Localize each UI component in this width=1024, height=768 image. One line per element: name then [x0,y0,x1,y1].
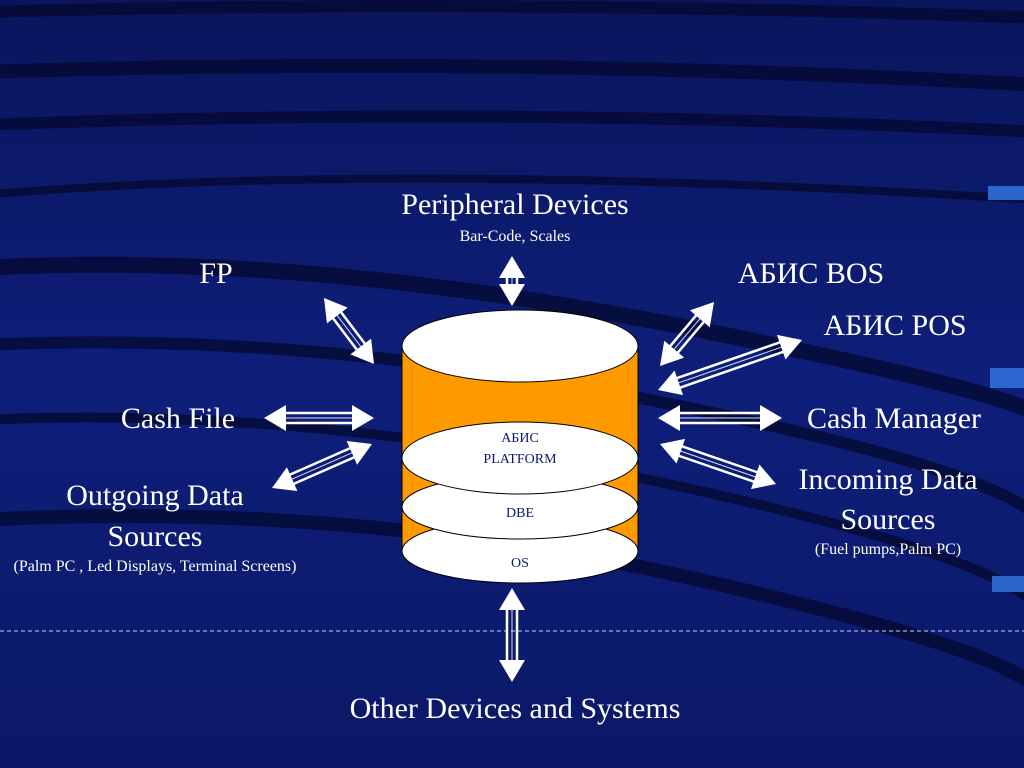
cylinder: АБИС PLATFORM DBE OS [401,309,639,584]
peripheral-devices-subtitle: Bar-Code, Scales [459,228,571,245]
arrow-fp [324,298,374,364]
incoming-label-line2: Sources [840,503,936,536]
layer-dbe-label: DBE [506,506,534,521]
arrow-abis-pos [657,334,802,396]
arrow-peripheral [499,256,525,306]
other-devices-label: Other Devices and Systems [349,692,681,725]
peripheral-devices-label: Peripheral Devices [401,188,629,221]
cash-file-label: Cash File [120,402,236,435]
abis-bos-label: АБИС BOS [737,257,885,290]
arrow-cash-file [264,405,374,431]
abis-pos-label: АБИС POS [823,309,967,342]
cash-manager-label: Cash Manager [806,402,982,435]
cylinder-top [401,309,639,383]
fp-label: FP [199,257,233,290]
outgoing-subtitle: (Palm PC , Led Displays, Terminal Screen… [13,558,297,575]
outgoing-label-line1: Outgoing Data [66,479,244,512]
layer-os-label: OS [511,556,529,571]
outgoing-label-line2: Sources [107,520,203,553]
layer-platform-label-1: АБИС [501,431,539,446]
incoming-label-line1: Incoming Data [798,463,978,496]
arrow-incoming [659,438,776,490]
layer-platform-label-2: PLATFORM [483,452,557,467]
arrows [264,256,802,682]
arrow-outgoing [272,440,372,492]
arrow-other [499,588,525,682]
arrow-abis-bos [659,302,714,366]
arrow-cash-manager [658,405,782,431]
layer-platform [401,421,639,495]
incoming-subtitle: (Fuel pumps,Palm PC) [814,541,962,558]
